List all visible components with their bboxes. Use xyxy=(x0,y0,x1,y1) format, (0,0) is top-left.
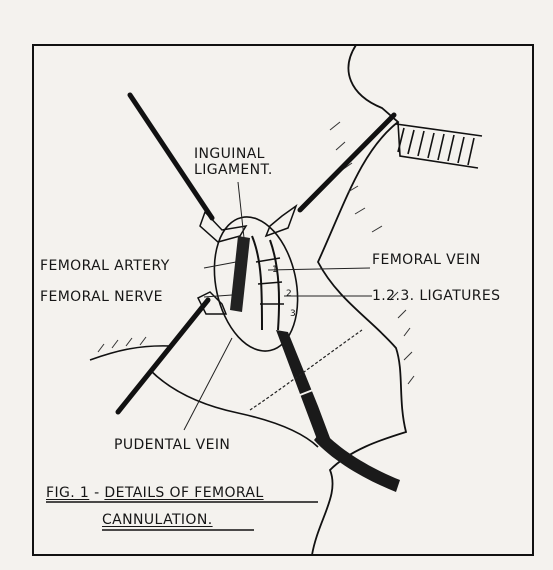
figure-number: FIG. 1 xyxy=(46,485,89,501)
ligatures-label: 1.2.3. LIGATURES xyxy=(372,288,500,304)
femoral-artery-label: FEMORAL ARTERY xyxy=(40,258,170,274)
cannula xyxy=(276,330,400,492)
pudental-vein-label: PUDENTAL VEIN xyxy=(114,437,230,453)
femoral-vessels xyxy=(230,236,284,330)
tube-band xyxy=(396,122,482,168)
caption-dash: - xyxy=(89,485,104,501)
femoral-nerve-label: FEMORAL NERVE xyxy=(40,289,163,305)
inguinal-ligament-label-line1: INGUINAL xyxy=(194,146,265,162)
femoral-vein-label: FEMORAL VEIN xyxy=(372,252,481,268)
figure-caption-line2: CANNULATION. xyxy=(102,512,213,528)
caption-title-line1: DETAILS OF FEMORAL xyxy=(104,485,263,501)
ligature-number-1: 1 xyxy=(272,262,278,278)
ligature-number-2: 2 xyxy=(286,286,292,302)
ligature-number-3: 3 xyxy=(290,306,296,322)
thigh-lower-contour xyxy=(150,370,318,447)
retractor-bars xyxy=(118,95,394,412)
skin-fold xyxy=(90,346,170,360)
figure-caption-line1: FIG. 1 - DETAILS OF FEMORAL xyxy=(46,485,264,501)
inguinal-ligament-label-line2: LIGAMENT. xyxy=(194,162,273,178)
incision-outline xyxy=(203,209,310,359)
